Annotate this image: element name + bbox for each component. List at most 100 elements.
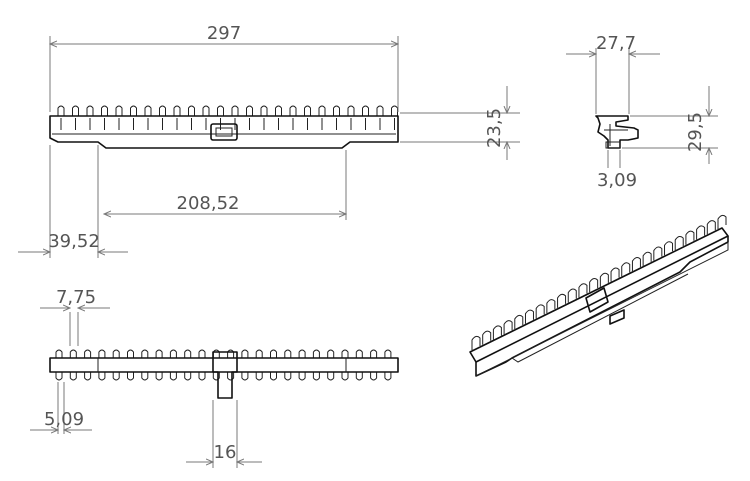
- bottom-tooth-top: [198, 349, 206, 358]
- bottom-tooth-bottom: [169, 372, 177, 381]
- bottom-tooth-top: [98, 349, 106, 358]
- bottom-tooth-bottom: [327, 372, 335, 381]
- bottom-tooth-bottom: [55, 372, 63, 381]
- bottom-tooth-bottom: [184, 372, 192, 381]
- iso-tooth: [503, 320, 513, 335]
- iso-tooth: [642, 251, 652, 266]
- dim-tab-width-label: 16: [214, 442, 237, 463]
- iso-tooth: [653, 246, 663, 261]
- front-tooth: [391, 105, 398, 116]
- bottom-tooth-top: [141, 349, 149, 358]
- dim-height: 23,5: [400, 86, 520, 160]
- bottom-tooth-top: [298, 349, 306, 358]
- iso-tooth: [535, 304, 545, 319]
- dim-end-offset-label: 39,52: [48, 231, 100, 252]
- dim-side-width-label: 27,7: [596, 33, 636, 54]
- iso-tooth: [664, 241, 674, 256]
- front-tooth: [289, 105, 297, 116]
- bottom-tooth-bottom: [155, 372, 163, 381]
- bottom-tooth-top: [84, 349, 92, 358]
- bottom-tooth-bottom: [98, 372, 106, 381]
- front-tooth: [333, 105, 340, 116]
- bottom-tooth-top: [270, 349, 277, 358]
- iso-tooth: [471, 335, 481, 350]
- dim-side-width: 27,7: [566, 33, 660, 114]
- iso-tooth: [674, 235, 684, 251]
- front-tooth: [231, 105, 239, 116]
- bottom-tooth-bottom: [112, 372, 120, 381]
- dim-end-offset: 39,52: [18, 145, 128, 258]
- bottom-tooth-top: [355, 349, 363, 358]
- bottom-tooth-bottom: [212, 372, 220, 381]
- iso-tooth: [599, 272, 609, 287]
- isometric-tab: [609, 309, 625, 325]
- iso-tooth: [610, 267, 620, 282]
- bottom-view-body: [49, 357, 399, 373]
- dim-tooth-width-label: 5,09: [44, 409, 84, 430]
- iso-tooth: [524, 309, 534, 324]
- front-tooth: [304, 105, 311, 116]
- dim-pitch: 7,75: [40, 287, 110, 346]
- iso-tooth: [514, 314, 524, 329]
- bottom-tooth-top: [327, 349, 335, 358]
- front-tooth: [260, 105, 268, 116]
- bottom-view: [49, 349, 399, 399]
- bottom-tooth-bottom: [312, 372, 320, 381]
- bottom-tooth-top: [155, 349, 163, 358]
- front-tooth: [217, 105, 224, 116]
- bottom-tooth-top: [169, 349, 177, 358]
- bottom-tooth-top: [112, 349, 120, 358]
- iso-tooth: [567, 288, 577, 303]
- bottom-tooth-top: [69, 349, 77, 358]
- bottom-tooth-bottom: [241, 372, 249, 381]
- iso-tooth: [482, 330, 492, 345]
- iso-tooth: [631, 256, 641, 272]
- front-tooth: [188, 105, 195, 116]
- front-tooth: [347, 105, 355, 116]
- bottom-tooth-bottom: [227, 372, 235, 381]
- side-view-profile: [595, 115, 639, 149]
- bottom-tooth-bottom: [384, 372, 392, 381]
- front-view-clip-slot: [215, 127, 233, 137]
- dim-side-height-label: 29,5: [685, 112, 706, 152]
- front-view-center-clip: [210, 123, 238, 141]
- iso-tooth: [685, 230, 695, 245]
- bottom-tooth-top: [55, 349, 63, 358]
- dim-side-thickness-label: 3,09: [597, 170, 637, 191]
- bottom-tooth-top: [184, 349, 192, 358]
- bottom-tooth-bottom: [69, 372, 77, 381]
- isometric-view-teeth: [471, 214, 727, 350]
- front-tooth: [275, 105, 282, 116]
- iso-tooth: [546, 299, 556, 314]
- bottom-tooth-bottom: [270, 372, 277, 381]
- dim-height-label: 23,5: [484, 108, 505, 148]
- front-tooth: [72, 105, 79, 116]
- bottom-tooth-top: [241, 349, 249, 358]
- bottom-tooth-top: [127, 349, 134, 358]
- dim-overall-length: 297: [50, 23, 398, 112]
- dim-tooth-width: 5,09: [30, 382, 92, 434]
- front-tooth: [101, 105, 108, 116]
- bottom-tooth-top: [312, 349, 320, 358]
- front-tooth: [130, 105, 137, 116]
- dim-tab-width: 16: [186, 400, 262, 468]
- front-tooth: [202, 105, 210, 116]
- dim-pitch-label: 7,75: [56, 287, 96, 308]
- front-tooth: [57, 105, 65, 116]
- isometric-view: [469, 214, 729, 377]
- isometric-center-clip: [585, 287, 609, 313]
- dim-inner-length: 208,52: [97, 145, 346, 258]
- iso-tooth: [578, 283, 588, 298]
- iso-tooth: [589, 278, 599, 293]
- front-view-teeth: [57, 105, 398, 130]
- iso-tooth: [492, 325, 502, 340]
- iso-tooth: [706, 220, 716, 235]
- front-view: [49, 105, 399, 149]
- iso-tooth: [717, 214, 727, 229]
- bottom-tooth-top: [384, 349, 392, 358]
- dim-side-thickness: 3,09: [597, 150, 637, 191]
- front-tooth: [376, 105, 384, 116]
- front-tooth: [173, 105, 181, 116]
- bottom-tooth-bottom: [255, 372, 263, 381]
- bottom-tooth-top: [341, 349, 349, 358]
